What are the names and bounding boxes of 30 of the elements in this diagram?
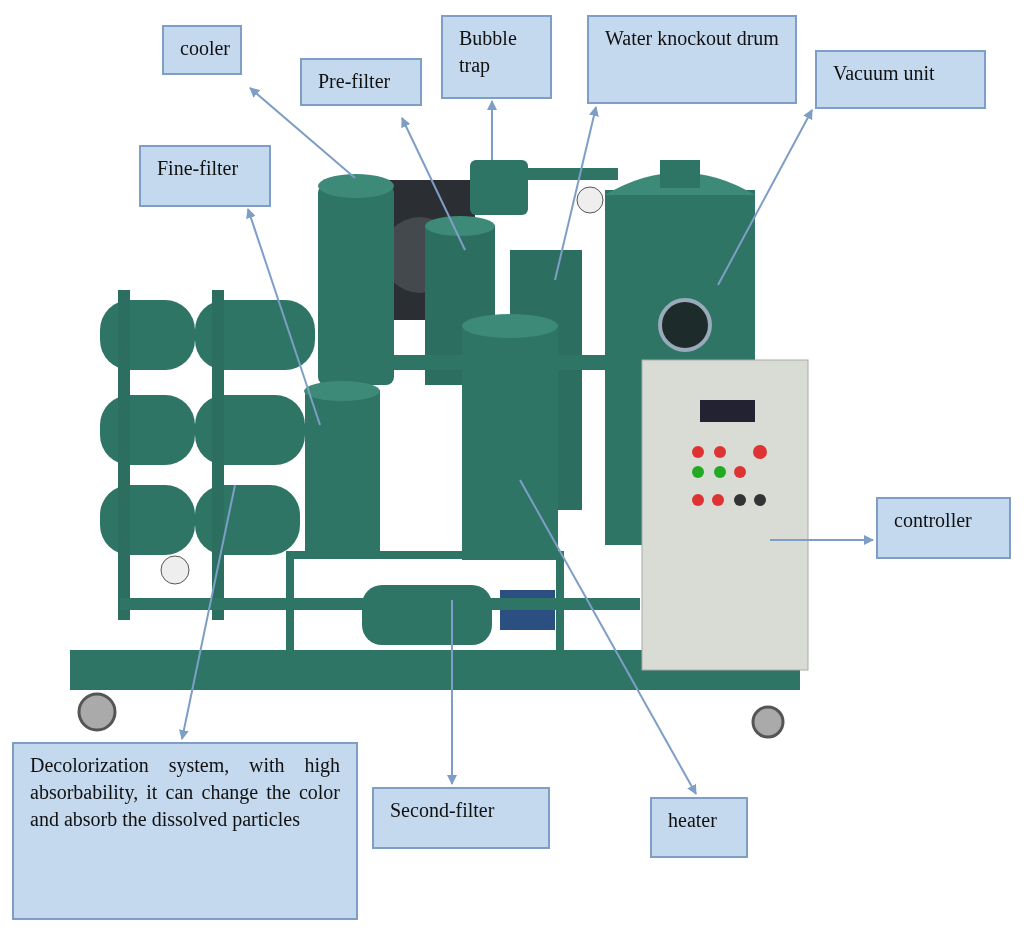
arrow: [769, 535, 874, 545]
arrow: [717, 109, 813, 286]
arrow: [554, 106, 599, 281]
callout-box: [372, 787, 550, 849]
callout-text: heater: [668, 809, 717, 831]
callout-text: Vacuum unit: [833, 62, 935, 84]
callout-text: Water knockout drum: [605, 27, 779, 49]
arrow: [487, 100, 497, 161]
arrow: [401, 117, 466, 251]
callout-box: [650, 797, 748, 858]
callout-box: [139, 145, 271, 207]
callout-text: Pre-filter: [318, 70, 391, 92]
callout-box: [162, 25, 242, 75]
callout-box: [441, 15, 552, 99]
callout-text: Second-filter: [390, 799, 495, 821]
arrow: [178, 484, 236, 740]
callout-text: Fine-filter: [157, 157, 239, 179]
callout-box: [876, 497, 1011, 559]
callout-text: cooler: [180, 37, 230, 59]
callout-text: Bubble trap: [459, 27, 517, 76]
arrow: [447, 599, 457, 785]
arrow: [519, 479, 697, 795]
callout-box: [300, 58, 422, 106]
callout-text: Decolorization system, with high absorbability, it can change the color and absorb the dissolved particles: [30, 753, 340, 833]
callout-text: controller: [894, 509, 972, 531]
arrow: [249, 87, 356, 179]
callout-box: [815, 50, 986, 109]
callout-box: [587, 15, 797, 104]
callout-box: [12, 742, 358, 920]
arrow: [246, 208, 321, 426]
